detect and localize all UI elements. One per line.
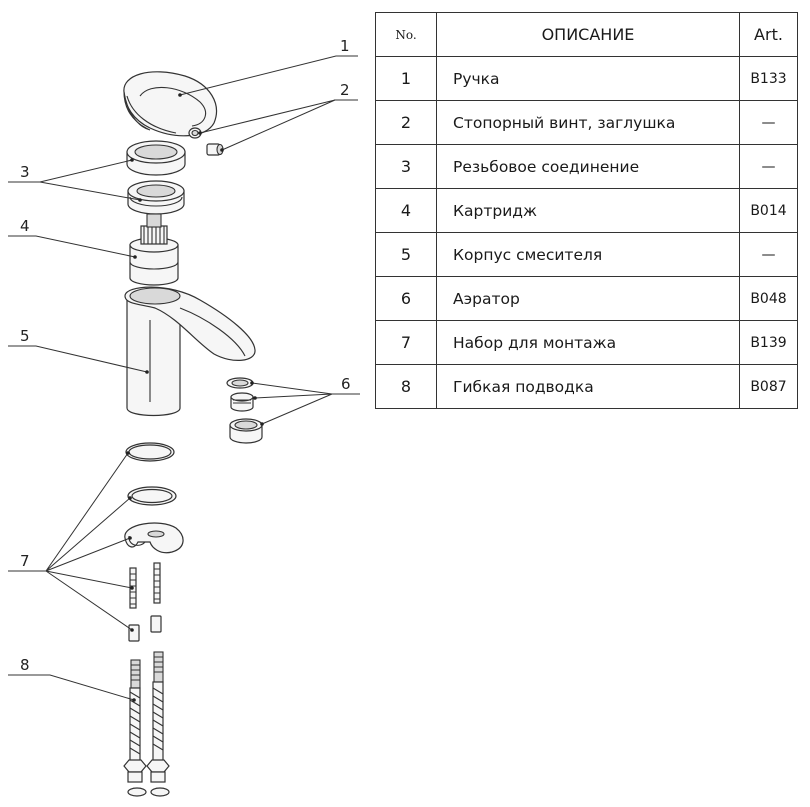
- part-set-screw: [188, 127, 202, 139]
- cell-no: 3: [375, 144, 437, 189]
- callout-7: 7: [20, 552, 30, 570]
- cell-art: B133: [739, 56, 798, 101]
- cell-no: 1: [375, 56, 437, 101]
- callout-4: 4: [20, 217, 30, 235]
- table-row: 5 Корпус смесителя —: [375, 232, 798, 277]
- cell-description: Резьбовое соединение: [436, 144, 740, 189]
- parts-table: No. ОПИСАНИЕ Art. 1 Ручка B133 2 Стопорн…: [375, 12, 798, 409]
- header-no: No.: [375, 12, 437, 57]
- cell-art: B048: [739, 276, 798, 321]
- part-cartridge: [129, 213, 179, 286]
- cell-art: —: [739, 232, 798, 277]
- part-aerator: [226, 377, 263, 444]
- cell-no: 8: [375, 364, 437, 409]
- callout-2: 2: [340, 81, 350, 99]
- callout-6: 6: [341, 375, 351, 393]
- table-row: 6 Аэратор B048: [375, 276, 798, 321]
- header-art: Art.: [739, 12, 798, 57]
- part-threaded-ring-lower: [127, 180, 185, 215]
- part-handle: [123, 71, 218, 137]
- leader-lines: [8, 55, 360, 702]
- table-row: 2 Стопорный винт, заглушка —: [375, 100, 798, 145]
- part-plug: [206, 143, 224, 156]
- cell-description: Корпус смесителя: [436, 232, 740, 277]
- cell-art: B087: [739, 364, 798, 409]
- callout-8: 8: [20, 656, 30, 674]
- cell-description: Набор для монтажа: [436, 320, 740, 365]
- part-mixer-body: [124, 286, 256, 417]
- cell-art: B014: [739, 188, 798, 233]
- cell-description: Картридж: [436, 188, 740, 233]
- cell-no: 7: [375, 320, 437, 365]
- callout-3: 3: [20, 163, 30, 181]
- cell-art: B139: [739, 320, 798, 365]
- cell-description: Аэратор: [436, 276, 740, 321]
- cell-no: 4: [375, 188, 437, 233]
- cell-art: —: [739, 144, 798, 189]
- table-header-row: No. ОПИСАНИЕ Art.: [375, 12, 798, 57]
- cell-description: Ручка: [436, 56, 740, 101]
- table-row: 4 Картридж B014: [375, 188, 798, 233]
- part-threaded-ring-upper: [126, 140, 186, 176]
- cell-no: 6: [375, 276, 437, 321]
- table-row: 8 Гибкая подводка B087: [375, 364, 798, 409]
- cell-no: 5: [375, 232, 437, 277]
- part-mounting-kit: [124, 442, 184, 642]
- cell-description: Стопорный винт, заглушка: [436, 100, 740, 145]
- cell-no: 2: [375, 100, 437, 145]
- callout-1: 1: [340, 37, 350, 55]
- callout-5: 5: [20, 327, 30, 345]
- table-row: 7 Набор для монтажа B139: [375, 320, 798, 365]
- table-row: 1 Ручка B133: [375, 56, 798, 101]
- cell-description: Гибкая подводка: [436, 364, 740, 409]
- header-description: ОПИСАНИЕ: [436, 12, 740, 57]
- part-flexible-hoses: [123, 651, 170, 797]
- table-row: 3 Резьбовое соединение —: [375, 144, 798, 189]
- cell-art: —: [739, 100, 798, 145]
